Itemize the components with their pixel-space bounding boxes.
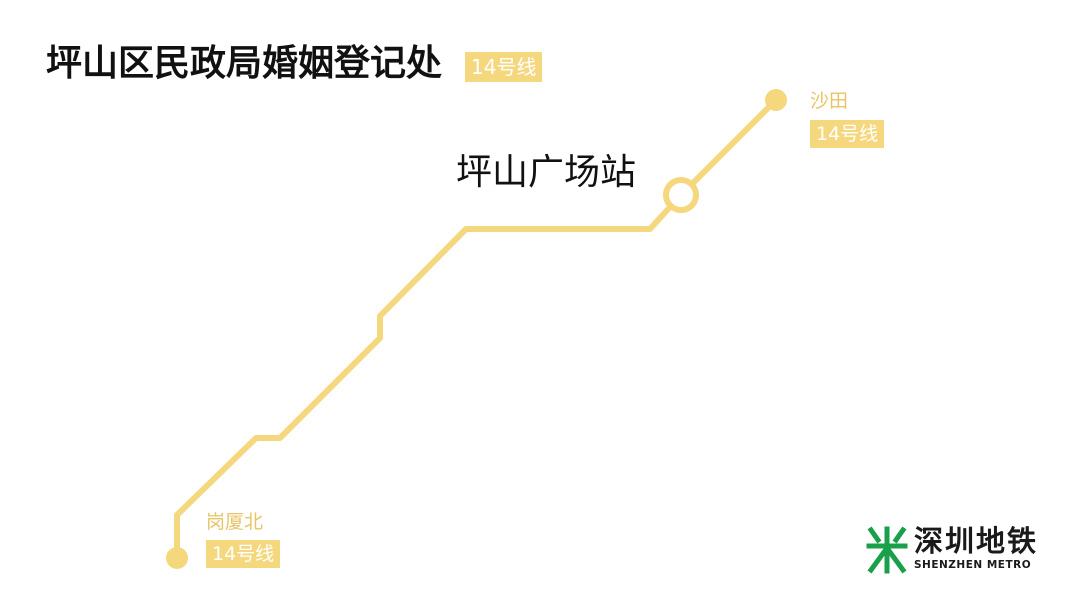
current-station-name: 坪山广场站 xyxy=(456,152,637,193)
page-title: 坪山区民政局婚姻登记处 xyxy=(46,43,443,84)
station-dot-shatian[interactable] xyxy=(765,89,787,111)
station-dot-gangxia-north[interactable] xyxy=(166,547,188,569)
station-label-gangxia-north: 岗厦北 xyxy=(206,511,264,533)
shenzhen-metro-logo-icon xyxy=(866,526,908,574)
title-line-badge: 14号线 xyxy=(465,52,543,82)
station-label-shatian: 沙田 xyxy=(810,90,849,112)
shenzhen-metro-logo: 深圳地铁 SHENZHEN METRO xyxy=(866,524,1036,574)
logo-text-en: SHENZHEN METRO xyxy=(914,559,1032,571)
logo-text-cn: 深圳地铁 xyxy=(914,524,1039,558)
line-badge-shatian: 14号线 xyxy=(810,120,885,148)
line-14-route xyxy=(174,97,779,561)
line-badge-gangxia-north: 14号线 xyxy=(206,540,281,568)
current-station-marker[interactable] xyxy=(663,177,699,213)
